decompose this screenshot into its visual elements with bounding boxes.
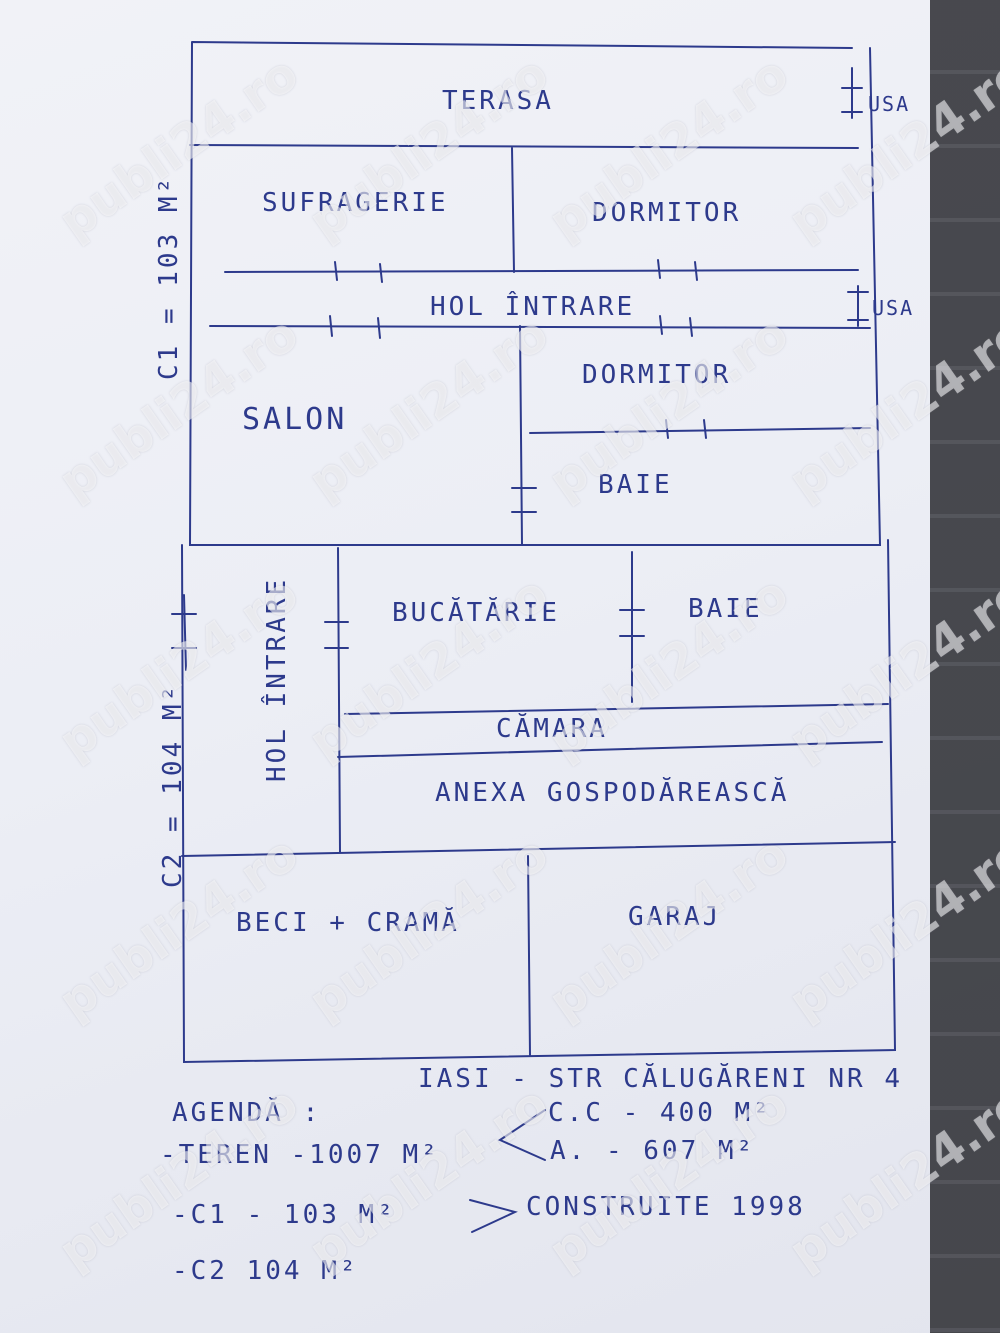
room-label-garaj: GARAJ xyxy=(628,902,722,932)
door-mark-sufragerie xyxy=(334,261,383,283)
room-label-hol-intrare: HOL ÎNTRARE xyxy=(430,292,636,322)
wall-terasa xyxy=(189,144,859,149)
room-label-baie-2: BAIE xyxy=(688,594,763,624)
room-label-dormitor-2: DORMITOR xyxy=(582,360,732,390)
door-mark-c2-left xyxy=(171,594,197,671)
agenda-cc: C.C - 400 M² xyxy=(548,1098,772,1128)
door-mark-baie2 xyxy=(619,609,645,637)
dimension-c2: C2 = 104 M² xyxy=(158,682,188,888)
room-label-salon: SALON xyxy=(242,402,348,437)
agenda-c1: -C1 - 103 M² xyxy=(172,1200,396,1230)
plan-outline-c1 xyxy=(188,41,882,546)
room-label-sufragerie: SUFRAGERIE xyxy=(262,188,449,218)
wall-dormitor-baie xyxy=(529,427,871,434)
door-mark-baie xyxy=(665,419,707,439)
wall-salon-right xyxy=(519,325,523,546)
door-mark-bucatarie xyxy=(324,621,349,649)
door-label-usa-mid: USA xyxy=(872,296,915,320)
address-text: IASI - STR CĂLUGĂRENI NR 4 xyxy=(418,1064,903,1094)
agenda-bracket-teren xyxy=(497,1109,546,1161)
door-mark-dormitor2 xyxy=(659,315,693,337)
door-mark-dormitor xyxy=(657,259,698,281)
room-label-bucatarie: BUCĂTĂRIE xyxy=(392,598,560,628)
wall-sufragerie-dormitor xyxy=(511,147,515,273)
wall-camara-bottom xyxy=(337,741,883,758)
door-label-usa-top: USA xyxy=(868,92,911,116)
door-usa-mid xyxy=(847,285,869,327)
agenda-teren: -TEREN -1007 M² xyxy=(160,1140,440,1170)
wall-anexa-bottom xyxy=(181,841,896,857)
door-usa-top xyxy=(841,67,863,119)
wall-camara-top xyxy=(344,703,889,715)
agenda-bracket-construite xyxy=(469,1199,518,1233)
plan-outline-c2 xyxy=(181,539,897,1064)
wall-hol-c2 xyxy=(337,547,341,853)
wall-hol-top xyxy=(224,269,859,273)
agenda-c2: -C2 104 M² xyxy=(172,1256,359,1286)
agenda-title: AGENDĂ : xyxy=(172,1098,322,1128)
dimension-c1: C1 = 103 M² xyxy=(154,174,184,380)
room-label-baie: BAIE xyxy=(598,470,673,500)
room-label-camara: CĂMARA xyxy=(496,714,608,744)
door-mark-salon xyxy=(329,315,381,339)
room-label-terasa: TERASA xyxy=(442,86,554,116)
agenda-a: A. - 607 M² xyxy=(550,1136,756,1166)
wall-hol-bottom xyxy=(209,325,871,329)
room-label-dormitor: DORMITOR xyxy=(592,198,742,228)
room-label-anexa: ANEXA GOSPODĂREASCĂ xyxy=(435,778,790,808)
door-mark-baie-side xyxy=(511,487,537,513)
background-surface xyxy=(930,0,1000,1333)
wall-beci-garaj xyxy=(527,855,531,1056)
room-label-beci-crama: BECI + CRAMĂ xyxy=(236,908,460,938)
agenda-constructed: CONSTRUITE 1998 xyxy=(526,1192,806,1222)
